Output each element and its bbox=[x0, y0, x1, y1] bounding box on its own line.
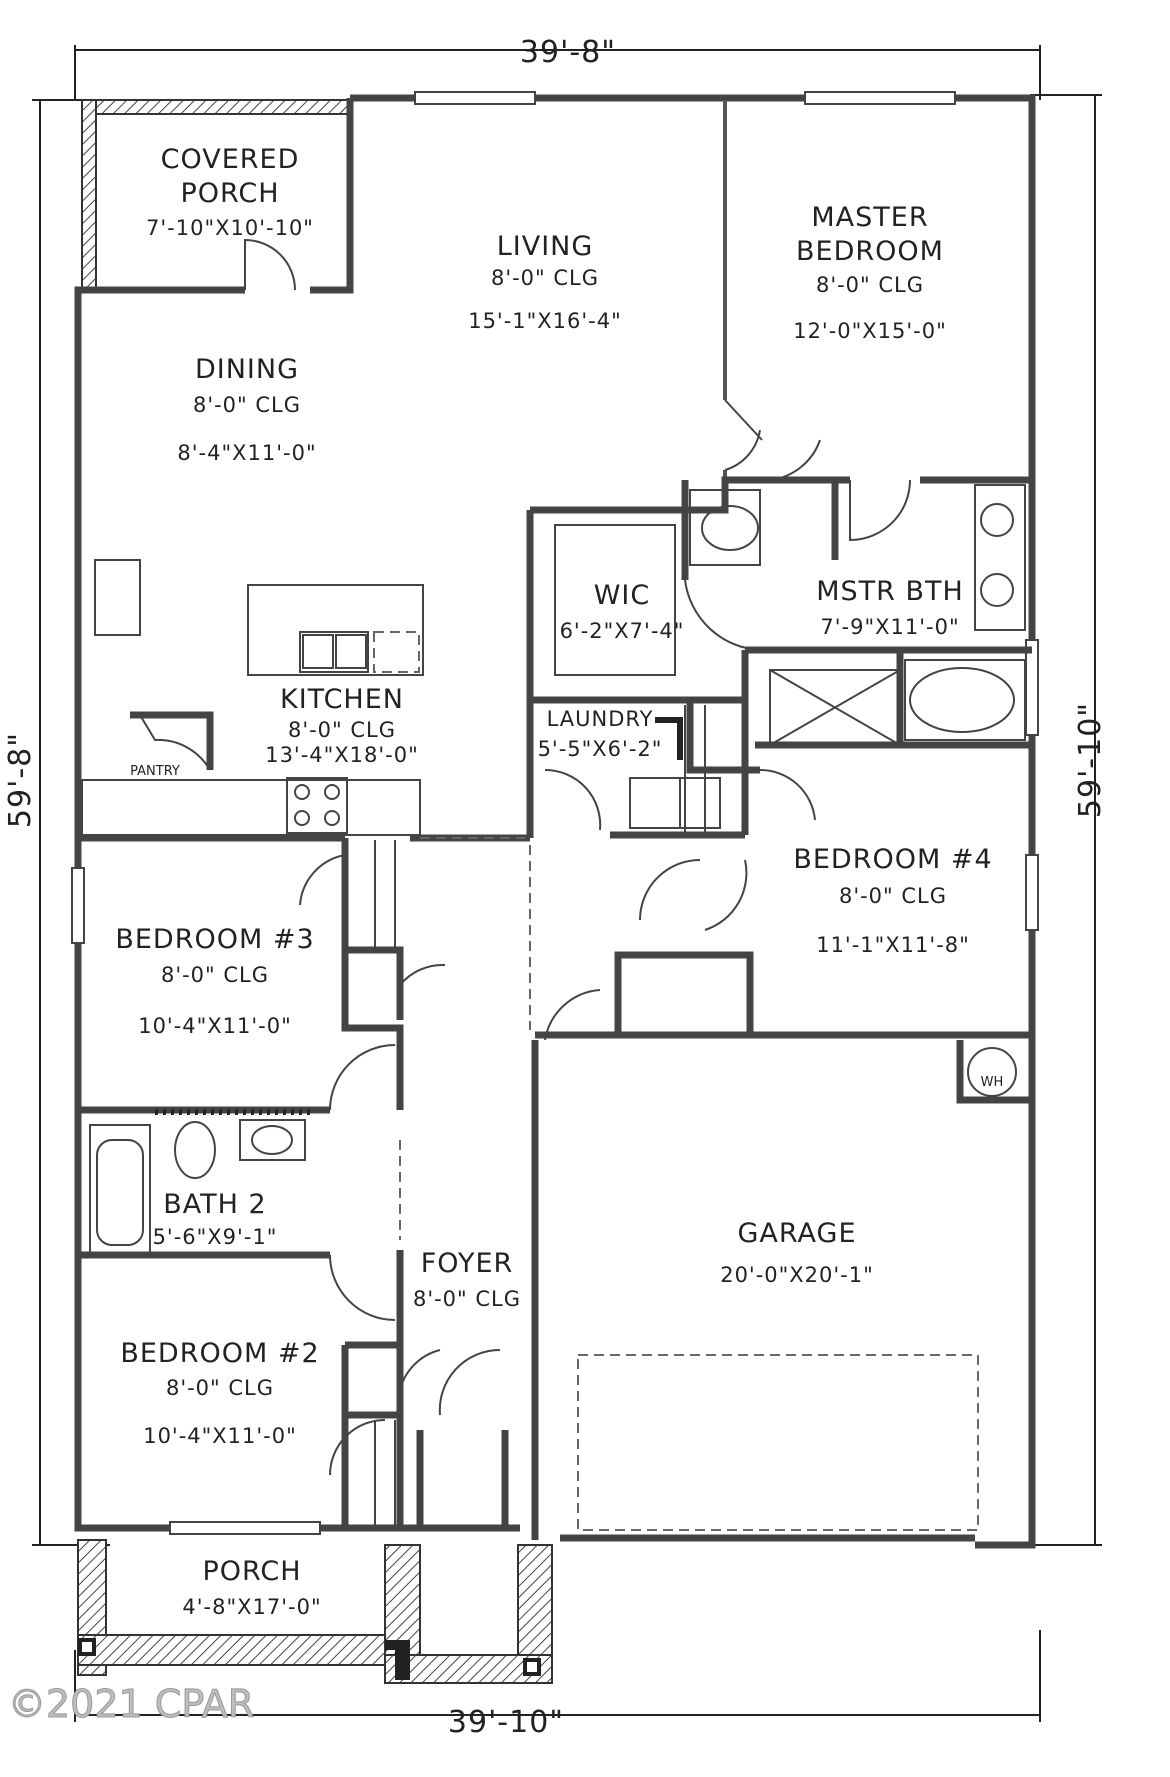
foyer-ceiling: 8'-0" CLG bbox=[413, 1287, 521, 1311]
laundry-name: LAUNDRY bbox=[547, 707, 654, 731]
garage-name: GARAGE bbox=[737, 1218, 856, 1249]
living-size: 15'-1"X16'-4" bbox=[468, 309, 622, 333]
garage-door bbox=[577, 1354, 979, 1531]
kitchen-counter bbox=[81, 559, 421, 836]
pantry-name: PANTRY bbox=[130, 764, 180, 779]
dimension-bottom: 39'-10" bbox=[448, 1705, 564, 1740]
covered-porch-hatch bbox=[81, 99, 351, 291]
bedroom4-name: BEDROOM #4 bbox=[793, 844, 992, 875]
master-bedroom-size: 12'-0"X15'-0" bbox=[793, 319, 947, 343]
kitchen-name: KITCHEN bbox=[280, 684, 404, 715]
closets bbox=[374, 705, 706, 1528]
bedroom4-size: 11'-1"X11'-8" bbox=[816, 933, 970, 957]
covered-porch-size: 7'-10"X10'-10" bbox=[146, 216, 314, 240]
bedroom3-name: BEDROOM #3 bbox=[115, 924, 314, 955]
bedroom3-ceiling: 8'-0" CLG bbox=[161, 963, 269, 987]
master-bedroom-ceiling: 8'-0" CLG bbox=[816, 273, 924, 297]
porch-size: 4'-8"X17'-0" bbox=[182, 1595, 321, 1619]
passage-openings bbox=[399, 837, 531, 1240]
covered-porch-name-2: PORCH bbox=[180, 178, 279, 209]
covered-porch-name-1: COVERED bbox=[161, 144, 300, 175]
living-ceiling: 8'-0" CLG bbox=[491, 266, 599, 290]
bedroom2-size: 10'-4"X11'-0" bbox=[143, 1424, 297, 1448]
door-swings bbox=[139, 238, 911, 1476]
garage-size: 20'-0"X20'-1" bbox=[720, 1263, 874, 1287]
bath2-name: BATH 2 bbox=[163, 1189, 266, 1220]
wic-size: 6'-2"X7'-4" bbox=[560, 619, 685, 643]
windows bbox=[71, 91, 1039, 1535]
bedroom3-size: 10'-4"X11'-0" bbox=[138, 1014, 292, 1038]
dimension-top: 39'-8" bbox=[520, 35, 616, 70]
bath2-fixtures bbox=[89, 1109, 310, 1256]
dimension-lines bbox=[32, 45, 1102, 1722]
dining-ceiling: 8'-0" CLG bbox=[193, 393, 301, 417]
foyer-name: FOYER bbox=[421, 1248, 514, 1279]
dimension-left: 59'-8" bbox=[3, 732, 38, 828]
dimension-right: 59'-10" bbox=[1073, 702, 1108, 818]
master-bath-size: 7'-9"X11'-0" bbox=[820, 615, 959, 639]
bedroom2-name: BEDROOM #2 bbox=[120, 1338, 319, 1369]
master-bedroom-name-1: MASTER bbox=[811, 202, 928, 233]
front-porch-hatch bbox=[77, 1539, 553, 1684]
bedroom4-ceiling: 8'-0" CLG bbox=[839, 884, 947, 908]
kitchen-island bbox=[247, 584, 424, 676]
water-heater-label: WH bbox=[981, 1075, 1004, 1090]
dining-size: 8'-4"X11'-0" bbox=[177, 441, 316, 465]
master-bath-fixtures bbox=[554, 484, 1026, 746]
copyright-watermark: ©2021 CPAR bbox=[8, 1682, 254, 1726]
master-bath-name: MSTR BTH bbox=[816, 576, 964, 607]
laundry-size: 5'-5"X6'-2" bbox=[538, 737, 663, 761]
porch-name: PORCH bbox=[202, 1556, 301, 1587]
bedroom2-ceiling: 8'-0" CLG bbox=[166, 1376, 274, 1400]
bath2-size: 5'-6"X9'-1" bbox=[153, 1225, 278, 1249]
dining-name: DINING bbox=[195, 354, 299, 385]
water-heater bbox=[967, 1047, 1017, 1097]
kitchen-size: 13'-4"X18'-0" bbox=[265, 743, 419, 767]
living-name: LIVING bbox=[497, 231, 594, 262]
wic-name: WIC bbox=[594, 580, 651, 611]
laundry-fixtures bbox=[629, 717, 721, 829]
kitchen-ceiling: 8'-0" CLG bbox=[288, 718, 396, 742]
master-bedroom-name-2: BEDROOM bbox=[796, 236, 944, 267]
